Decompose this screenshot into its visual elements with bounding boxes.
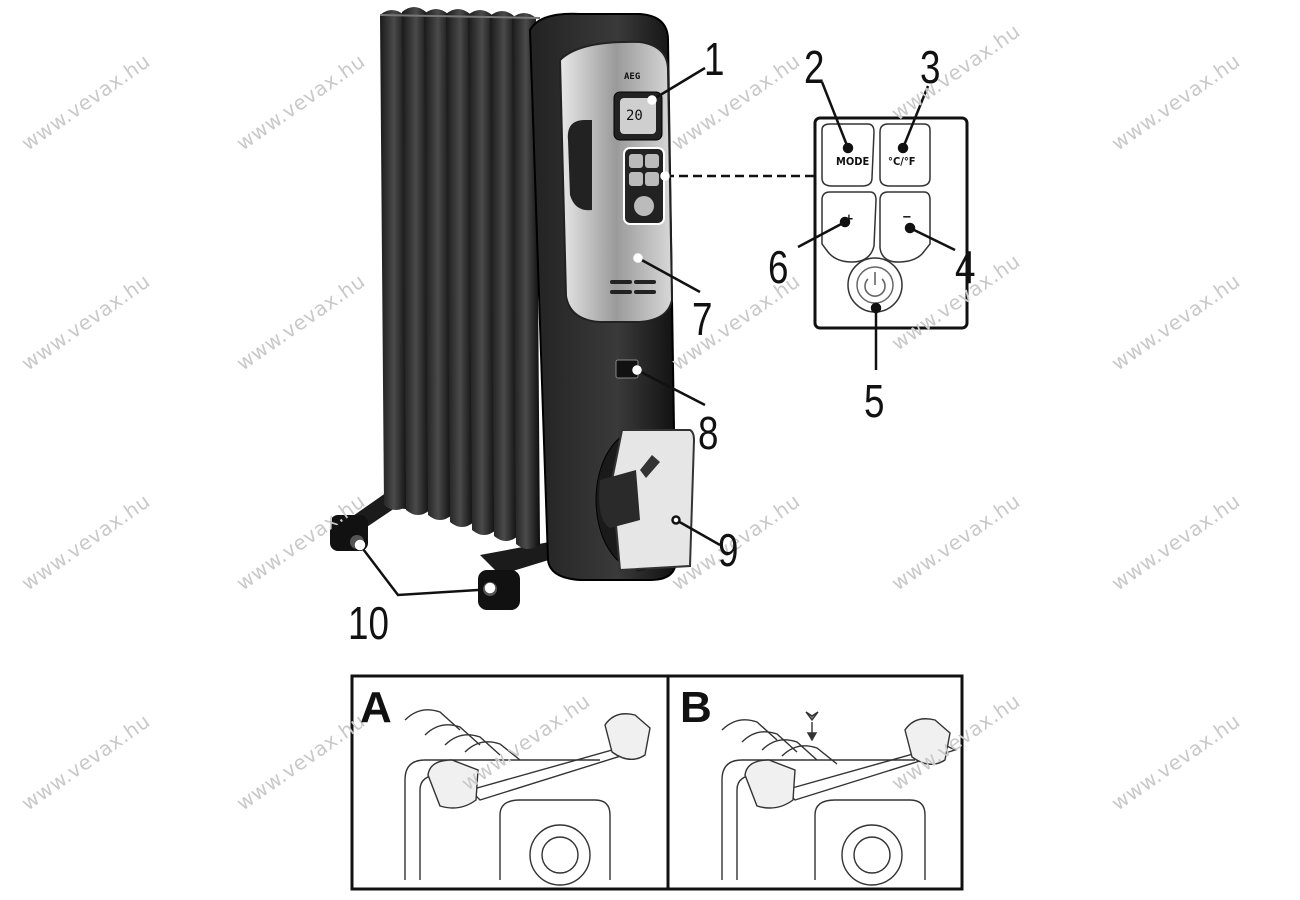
callout-1: 1 — [704, 33, 725, 85]
plus-button-label: + — [844, 212, 854, 227]
callout-3: 3 — [920, 41, 941, 93]
panel-a-drawing — [404, 709, 651, 886]
cord-storage — [595, 429, 696, 572]
minus-button-label: − — [902, 210, 912, 225]
oil-radiator-heater — [330, 7, 696, 610]
panel-b-label: B — [680, 683, 712, 732]
callout-10: 10 — [348, 597, 389, 649]
callout-lines — [354, 66, 815, 597]
panel-a-label: A — [360, 683, 392, 732]
callout-6: 6 — [768, 241, 789, 293]
unit-button-label: °C/°F — [888, 155, 916, 168]
assembly-panels — [350, 674, 964, 891]
callout-7: 7 — [692, 293, 713, 345]
radiator-fins — [379, 7, 541, 549]
panel-b-drawing — [721, 711, 957, 886]
callout-2: 2 — [804, 41, 825, 93]
callout-9: 9 — [718, 524, 739, 576]
display-readout: 20 — [626, 108, 643, 124]
control-housing — [558, 40, 674, 323]
mode-button-label: MODE — [836, 155, 870, 168]
brand-logo: AEG — [624, 72, 641, 82]
callout-5: 5 — [864, 375, 885, 427]
control-panel-inset — [797, 81, 969, 370]
callout-4: 4 — [955, 241, 976, 293]
callout-8: 8 — [698, 407, 719, 459]
